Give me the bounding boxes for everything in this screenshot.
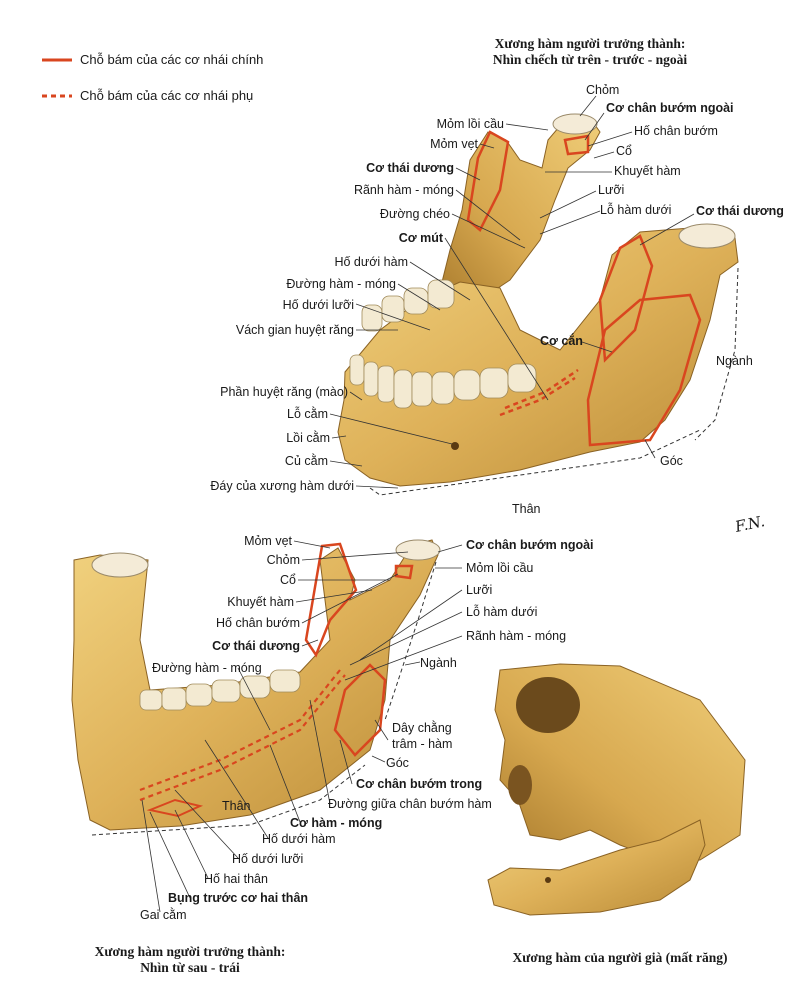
label-duong-cheo: Đường chéo — [379, 207, 450, 221]
label-khuyet-ham: Khuyết hàm — [614, 164, 681, 178]
bottom-bracket-than — [91, 764, 366, 836]
bottom-label-luoi: Lưỡi — [466, 583, 493, 597]
label-loi-cam: Lồi cằm — [286, 431, 330, 445]
bottom-label-day-chang: Dây chằng — [392, 721, 452, 735]
label-ho-duoi-ham: Hố dưới hàm — [334, 255, 408, 269]
bottom-label-co-chan-buom-trong: Cơ chân bướm trong — [356, 777, 483, 791]
label-co-thai-duong: Cơ thái dương — [366, 161, 454, 175]
label-goc: Góc — [660, 454, 683, 468]
bottom-label-goc: Góc — [386, 756, 409, 770]
label-vach-gian-huyet-rang: Vách gian huyệt răng — [235, 323, 354, 337]
label-than: Thân — [512, 502, 541, 516]
bottom-label-chom: Chỏm — [266, 553, 300, 567]
legend-main-label: Chỗ bám của các cơ nhái chính — [80, 52, 264, 67]
elderly-mental-foramen — [545, 877, 551, 883]
label-chom: Chỏm — [586, 83, 620, 97]
bottom-label-bung-truoc: Bụng trước cơ hai thân — [168, 891, 309, 905]
top-temporalis-outline — [466, 130, 510, 232]
top-leader-lines — [329, 95, 695, 489]
bottom-label-khuyet-ham: Khuyết hàm — [227, 595, 294, 609]
bottom-mylohyoid-dashed — [139, 669, 346, 802]
bottom-label-lo-ham-duoi: Lỗ hàm dưới — [466, 605, 538, 619]
bottom-caption-line2: Nhìn từ sau - trái — [140, 960, 240, 975]
label-nganh: Ngành — [716, 354, 753, 368]
top-caption-line1: Xương hàm người trưởng thành: — [494, 36, 686, 51]
label-lo-ham-duoi: Lỗ hàm dưới — [600, 203, 672, 217]
bottom-label-duong-ham-mong: Đường hàm - móng — [152, 661, 262, 675]
bottom-label-nganh: Ngành — [420, 656, 457, 670]
bottom-label-mom-loi-cau: Mỏm lồi cầu — [466, 561, 534, 575]
top-mandible — [337, 113, 739, 496]
bottom-pterygoid-outline — [394, 564, 414, 580]
label-co-mut: Cơ mút — [398, 231, 443, 245]
elderly-skull — [487, 663, 746, 916]
bottom-teeth — [139, 669, 301, 711]
bottom-temporalis-outline — [304, 542, 358, 658]
bottom-label-ranh-ham-mong: Rãnh hàm - móng — [466, 629, 567, 643]
top-left-condyle-cap — [552, 113, 598, 135]
label-luoi: Lưỡi — [598, 183, 625, 197]
bottom-label-co-chan-buom-ngoai: Cơ chân bướm ngoài — [466, 538, 594, 552]
top-pterygoid-outline — [563, 134, 590, 156]
bottom-label-gai-cam: Gai cằm — [140, 908, 187, 922]
bottom-label-mom-vet: Mỏm vẹt — [244, 534, 292, 548]
bottom-label-duong-giua: Đường giữa chân bướm hàm — [328, 797, 492, 811]
label-day: Đáy của xương hàm dưới — [210, 479, 354, 493]
top-temporalis-right-outline — [598, 234, 654, 363]
label-duong-ham-mong: Đường hàm - móng — [286, 277, 396, 291]
elderly-caption: Xương hàm của người già (mất răng) — [512, 950, 728, 965]
bottom-label-ho-chan-buom: Hố chân bướm — [216, 616, 300, 630]
label-mom-loi-cau: Mỏm lồi cầu — [436, 117, 504, 131]
label-mom-vet: Mỏm vẹt — [430, 137, 478, 151]
top-masseter-outline — [586, 293, 702, 447]
bottom-label-ho-duoi-luoi: Hố dưới lưỡi — [232, 852, 304, 866]
label-co-chan-buom-ngoai: Cơ chân bướm ngoài — [606, 101, 734, 115]
top-mental-foramen — [451, 442, 459, 450]
bottom-digastric-outline — [146, 798, 204, 818]
label-cu-cam: Củ cằm — [284, 454, 328, 468]
bottom-label-tram-ham: trâm - hàm — [392, 737, 453, 751]
elderly-mandible — [487, 819, 706, 916]
bottom-label-co-thai-duong: Cơ thái dương — [212, 639, 300, 653]
legend-secondary-label: Chỗ bám của các cơ nhái phụ — [80, 88, 254, 103]
bottom-caption-line1: Xương hàm người trưởng thành: — [94, 944, 286, 959]
elderly-orbit — [516, 677, 580, 733]
label-co-can: Cơ cắn — [540, 334, 583, 348]
bottom-bracket-nganh — [384, 561, 437, 721]
bottom-right-condyle-cap — [395, 539, 441, 561]
bottom-medial-pterygoid-outline — [333, 663, 387, 757]
label-phan-huyet-rang: Phần huyệt răng (mào) — [220, 385, 348, 399]
bottom-label-than: Thân — [222, 799, 251, 813]
top-teeth — [349, 279, 537, 409]
bottom-label-ho-duoi-ham: Hố dưới hàm — [262, 832, 336, 846]
bottom-label-ho-hai-than: Hố hai thân — [204, 872, 268, 886]
label-co-thai-duong-right: Cơ thái dương — [696, 204, 784, 218]
label-lo-cam: Lỗ cằm — [287, 407, 328, 421]
top-right-condyle-cap — [678, 223, 736, 249]
elderly-nasal — [508, 765, 532, 805]
top-caption-line2: Nhìn chếch từ trên - trước - ngoài — [492, 52, 688, 67]
bottom-leader-lines — [141, 540, 463, 913]
label-ranh-ham-mong: Rãnh hàm - móng — [353, 183, 454, 197]
top-bracket-than — [369, 429, 701, 496]
label-co: Cổ — [616, 144, 632, 158]
bottom-label-co-ham-mong: Cơ hàm - móng — [290, 816, 383, 830]
bottom-mandible — [71, 539, 441, 836]
bottom-label-co: Cổ — [280, 573, 296, 587]
top-bracket-nganh — [694, 267, 739, 441]
label-ho-duoi-luoi: Hố dưới lưỡi — [282, 298, 354, 312]
bottom-left-condyle-cap — [91, 552, 149, 578]
label-ho-chan-buom: Hố chân bướm — [634, 124, 718, 138]
